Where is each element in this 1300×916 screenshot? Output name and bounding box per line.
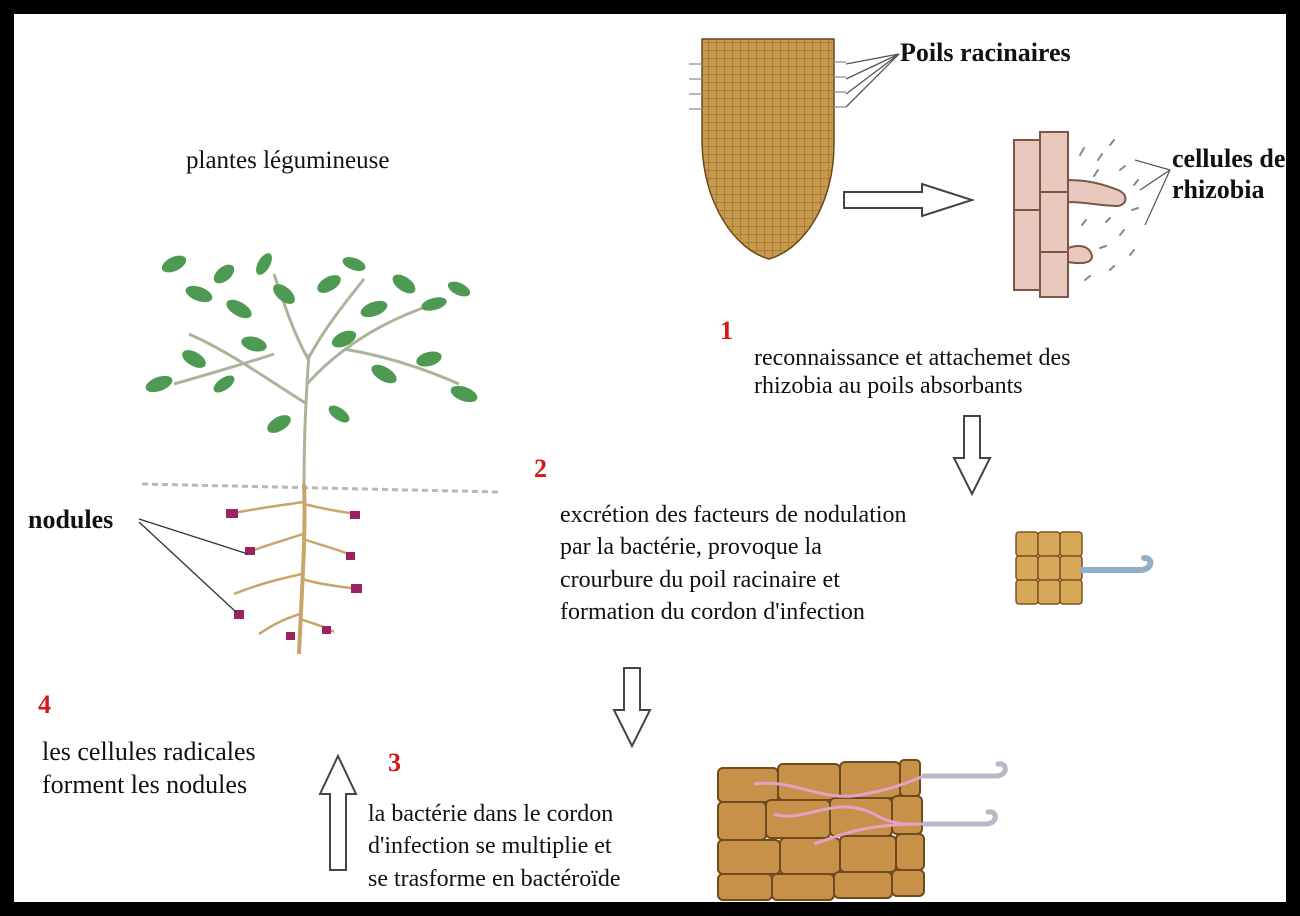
step-1-text: reconnaissance et attachemet des rhizobi… <box>754 344 1071 401</box>
step-3-text: la bactérie dans le cordon d'infection s… <box>368 798 621 895</box>
step-3-number: 3 <box>388 748 401 779</box>
root-hairs-label: Poils racinaires <box>900 38 1071 69</box>
curled-root-hair-illustration <box>1014 530 1159 606</box>
rhizobia-label: cellules de rhizobia <box>1172 144 1285 205</box>
step-2-text: excrétion des facteurs de nodulation par… <box>560 499 907 629</box>
arrow-down-icon <box>612 666 652 750</box>
step-4-number: 4 <box>38 690 51 721</box>
arrow-down-icon <box>952 414 992 498</box>
step-2-number: 2 <box>534 454 547 485</box>
root-tip-illustration <box>684 34 884 274</box>
legume-plant-illustration <box>114 234 514 674</box>
infection-thread-illustration <box>714 754 1014 904</box>
arrow-up-icon <box>318 754 358 874</box>
step-1-number: 1 <box>720 316 733 347</box>
rhizobia-attachment-illustration <box>1010 130 1160 300</box>
step-4-text: les cellules radicales forment les nodul… <box>42 736 256 801</box>
plant-title: plantes légumineuse <box>186 146 389 176</box>
nodules-label: nodules <box>28 505 113 536</box>
arrow-right-icon <box>842 180 982 220</box>
